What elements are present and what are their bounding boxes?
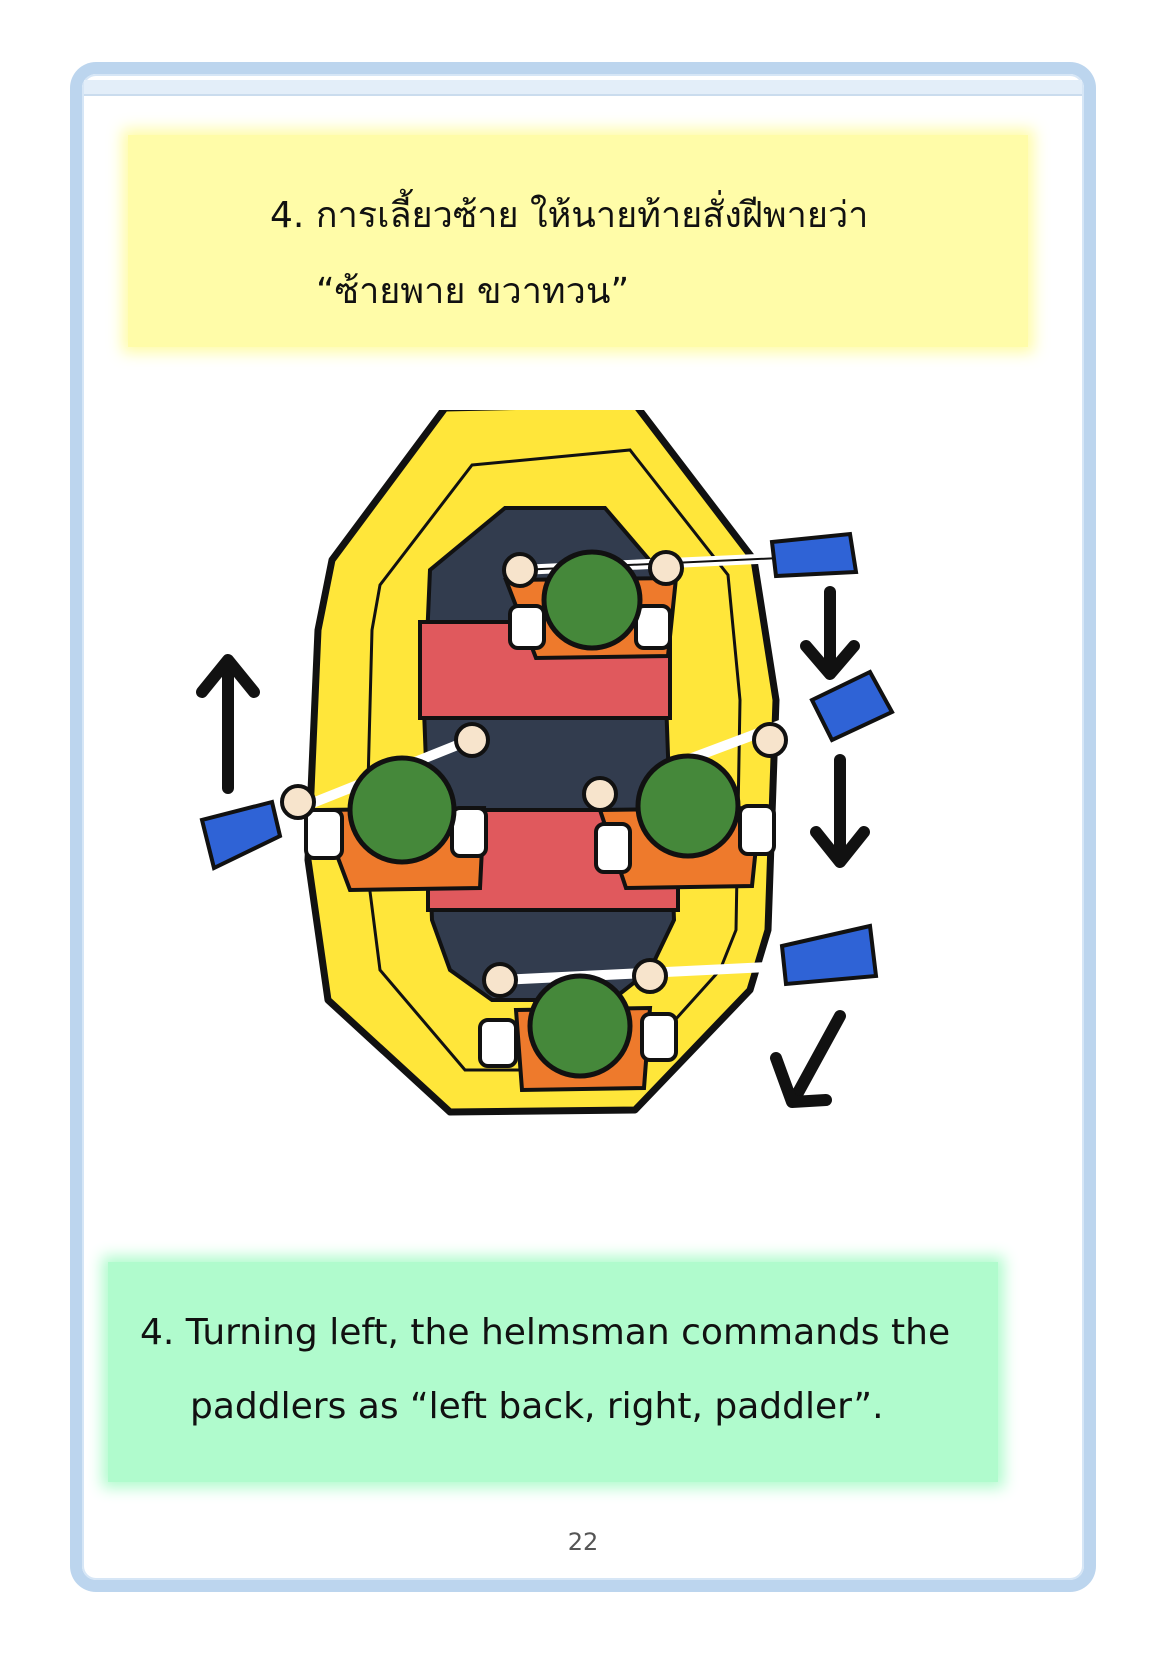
- helmet: [527, 973, 633, 1079]
- helmet: [635, 753, 741, 859]
- arrow-up-icon: [196, 654, 260, 794]
- english-instruction-line-2: paddlers as “left back, right, paddler”.: [190, 1386, 884, 1427]
- helmet: [347, 755, 457, 865]
- raft-illustration: [196, 410, 895, 1116]
- thai-instruction-line-2: “ซ้ายพาย ขวาทวน”: [316, 271, 630, 312]
- paddler: [478, 958, 678, 1093]
- arrow-down-icon: [800, 586, 860, 680]
- arrow-down-icon: [810, 754, 870, 868]
- paddler: [280, 722, 490, 893]
- thai-instruction-line-1: 4. การเลี้ยวซ้าย ให้นายท้ายสั่งฝีพายว่า: [270, 195, 869, 236]
- paddler: [582, 722, 788, 891]
- paddler: [502, 549, 684, 661]
- helmet: [541, 549, 643, 651]
- english-instruction-line-1: 4. Turning left, the helmsman commands t…: [140, 1312, 951, 1353]
- page-number: 22: [567, 1528, 599, 1556]
- page-top-band: [84, 80, 1082, 96]
- english-instruction-box: [108, 1262, 998, 1482]
- arrow-down-left-icon: [770, 1010, 846, 1108]
- thai-instruction-box: [128, 135, 1028, 347]
